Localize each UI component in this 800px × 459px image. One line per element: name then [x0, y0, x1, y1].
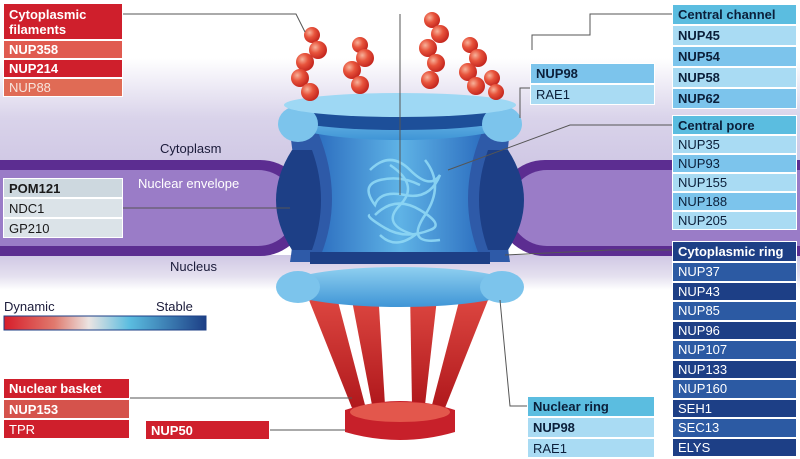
leader-lines — [122, 13, 672, 431]
nup-label: NUP98 — [530, 63, 655, 84]
nup-label: NUP96 — [672, 320, 797, 340]
nuclear-basket-filaments — [305, 290, 492, 408]
nup-label: SEH1 — [672, 398, 797, 418]
nup-label: NUP98 — [527, 417, 655, 438]
nup-label: TPR — [3, 419, 130, 439]
central-channel-title: Central channel — [672, 4, 797, 25]
nup-label: NUP155 — [672, 173, 797, 192]
nup-label: NDC1 — [3, 198, 123, 218]
nup-label: NUP188 — [672, 192, 797, 211]
central-pore-title: Central pore — [672, 115, 797, 135]
nuclear-envelope-label: Nuclear envelope — [138, 176, 240, 191]
nup-label: NUP93 — [672, 154, 797, 173]
nup-label: NUP88 — [3, 78, 123, 97]
cytoplasmic-filaments — [291, 12, 504, 101]
cytoplasmic-filaments-title: Cytoplasmic filaments — [3, 3, 123, 40]
cytoplasm-label: Cytoplasm — [160, 141, 222, 156]
nup-label: NUP43 — [672, 281, 797, 301]
central-pore — [318, 132, 482, 262]
legend-gradient-bar — [3, 315, 207, 331]
nup-label: RAE1 — [530, 84, 655, 105]
nup-label: NUP214 — [3, 59, 123, 78]
nup-label: RAE1 — [527, 438, 655, 458]
nup-label: NUP358 — [3, 40, 123, 59]
nup-label: NUP50 — [145, 420, 270, 440]
nuclear-basket-title: Nuclear basket — [3, 378, 130, 399]
nup-label: NUP107 — [672, 340, 797, 360]
legend-dynamic-label: Dynamic — [4, 299, 55, 314]
nup-label: POM121 — [3, 178, 123, 198]
nup-label: SEC13 — [672, 418, 797, 438]
legend-stable-label: Stable — [156, 299, 193, 314]
nup-label: NUP58 — [672, 67, 797, 88]
nup-label: NUP205 — [672, 211, 797, 230]
nup-label: ELYS — [672, 437, 797, 457]
nuclear-ring — [282, 267, 518, 307]
nup-label: NUP85 — [672, 301, 797, 321]
nucleus-label: Nucleus — [170, 259, 217, 274]
nup-label: NUP160 — [672, 379, 797, 399]
central-channel-fg-mesh — [367, 158, 442, 244]
nup-label: NUP153 — [3, 399, 130, 419]
nup-label: NUP62 — [672, 88, 797, 109]
nup-label: GP210 — [3, 218, 123, 238]
nup-label: NUP37 — [672, 262, 797, 282]
nup-label: NUP35 — [672, 135, 797, 154]
nup-label: NUP45 — [672, 25, 797, 46]
cytoplasmic-ring-title: Cytoplasmic ring — [672, 241, 797, 262]
nuclear-ring-title: Nuclear ring — [527, 396, 655, 417]
nup-label: NUP54 — [672, 46, 797, 67]
nup-label: NUP133 — [672, 359, 797, 379]
